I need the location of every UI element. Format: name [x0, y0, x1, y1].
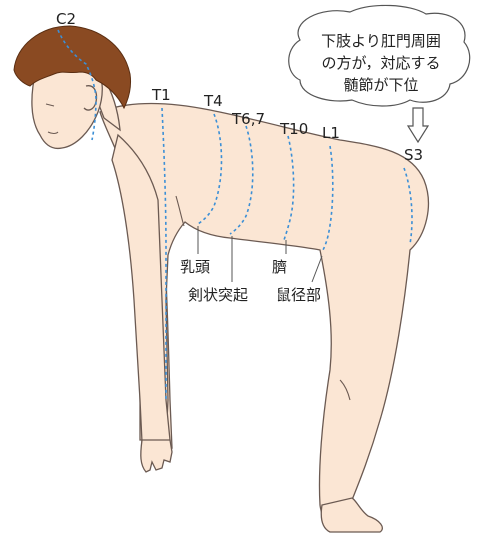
callout-line-1: 下肢より肛門周囲 [321, 32, 441, 50]
label-t67: T6,7 [231, 110, 265, 128]
dermatome-line-c2 [57, 29, 97, 141]
ear [83, 85, 98, 111]
label-navel: 臍 [272, 258, 287, 276]
callout-arrow [406, 107, 430, 144]
hair [13, 25, 131, 110]
dermatome-line-s3 [403, 167, 413, 245]
callout-line-2: の方が，対応する [321, 54, 440, 72]
label-groin: 鼠径部 [276, 286, 321, 304]
dermatome-line-t4 [197, 113, 223, 225]
knee-fold [339, 379, 351, 401]
label-c2: C2 [56, 10, 76, 28]
eye [45, 103, 55, 107]
dermatome-line-t1 [161, 107, 167, 400]
front-arm [111, 133, 171, 443]
armpit-fold [175, 195, 185, 227]
label-nipple: 乳頭 [180, 258, 210, 276]
label-t4: T4 [203, 92, 223, 110]
mouth [47, 131, 59, 135]
foot [320, 497, 383, 533]
label-xiphoid: 剣状突起 [188, 286, 248, 304]
dermatome-line-l1 [321, 145, 334, 253]
hand [140, 439, 173, 473]
label-s3: S3 [404, 146, 423, 164]
label-l1: L1 [322, 124, 340, 142]
leader-groin [311, 255, 323, 283]
callout-bubble [288, 4, 471, 107]
dermatome-line-t10 [283, 135, 295, 241]
dermatome-line-t67 [229, 125, 254, 235]
label-t1: T1 [151, 86, 171, 104]
label-t10: T10 [279, 120, 308, 138]
callout-line-3: 髄節が下位 [343, 76, 418, 94]
